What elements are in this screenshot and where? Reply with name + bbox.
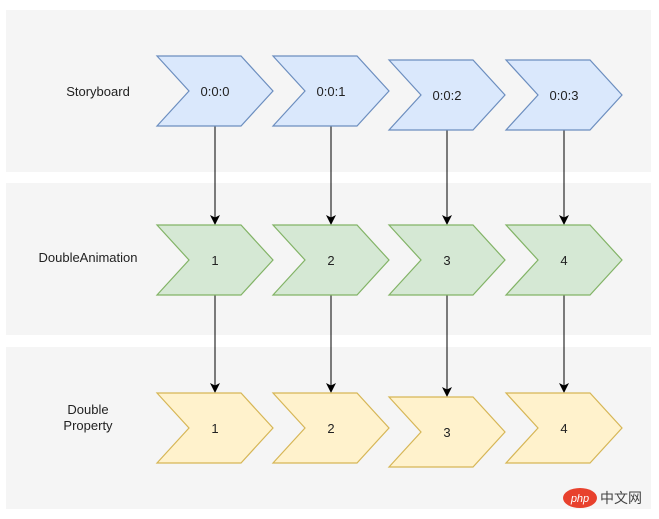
chevron-shape [504, 392, 623, 464]
chevron-label: 4 [560, 253, 567, 268]
chevron-label: 4 [560, 421, 567, 436]
watermark-logo: php 中文网 [563, 488, 642, 508]
chevron-shape [155, 55, 274, 127]
chevron-shape [504, 224, 623, 296]
watermark-badge-text: php [570, 493, 589, 505]
chevron-step: 2 [271, 392, 390, 464]
chevron-shape [387, 224, 506, 296]
chevron-label: 0:0:2 [433, 88, 462, 103]
chevron-label: 2 [327, 253, 334, 268]
chevron-step: 1 [155, 392, 274, 464]
chevron-label: 0:0:3 [550, 88, 579, 103]
chevron-step: 2 [271, 224, 390, 296]
chevron-label: 1 [211, 421, 218, 436]
chevron-step: 0:0:1 [271, 55, 390, 127]
chevron-step: 3 [387, 224, 506, 296]
lane-label-line: Double [67, 402, 108, 417]
chevron-step: 0:0:3 [504, 59, 623, 131]
lane-label-line: Property [63, 418, 113, 433]
chevron-shape [155, 392, 274, 464]
chevron-shape [504, 59, 623, 131]
chevron-shape [387, 396, 506, 468]
chevron-label: 2 [327, 421, 334, 436]
chevron-label: 3 [443, 253, 450, 268]
chevron-shape [271, 392, 390, 464]
watermark-text: 中文网 [600, 490, 642, 506]
chevron-label: 0:0:0 [201, 84, 230, 99]
chevron-label: 0:0:1 [317, 84, 346, 99]
chevron-label: 1 [211, 253, 218, 268]
lane-label-line: Storyboard [66, 84, 130, 99]
chevron-step: 0:0:2 [387, 59, 506, 131]
chevron-step: 1 [155, 224, 274, 296]
chevron-shape [155, 224, 274, 296]
chevron-shape [271, 224, 390, 296]
chevron-step: 3 [387, 396, 506, 468]
chevron-shape [387, 59, 506, 131]
chevron-step: 4 [504, 224, 623, 296]
lane-label-line: DoubleAnimation [38, 250, 137, 265]
chevron-shape [271, 55, 390, 127]
double-animation-label: DoubleAnimation [38, 250, 137, 265]
storyboard-label: Storyboard [66, 84, 130, 99]
php-badge-icon [563, 488, 597, 508]
chevron-step: 0:0:0 [155, 55, 274, 127]
chevron-step: 4 [504, 392, 623, 464]
chevron-label: 3 [443, 425, 450, 440]
